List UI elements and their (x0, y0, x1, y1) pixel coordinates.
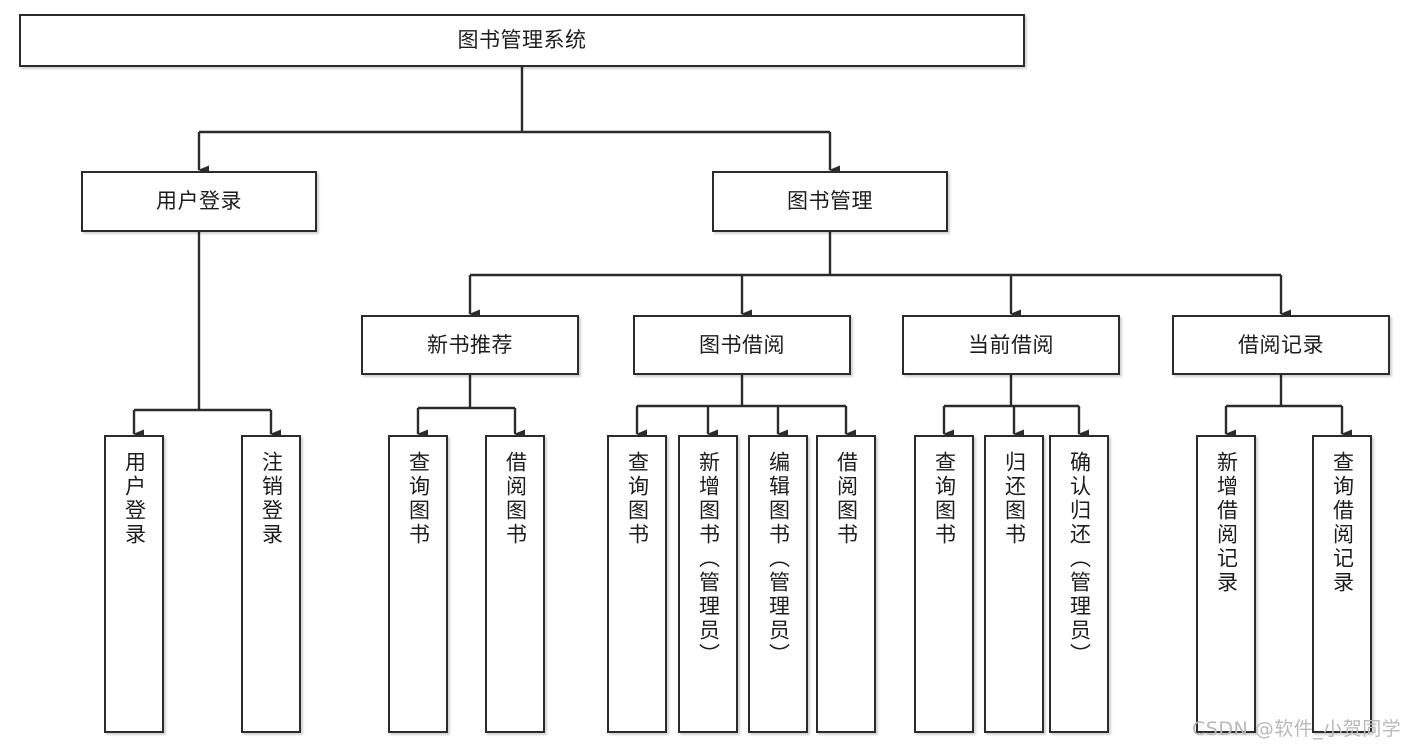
node-label-leaf-query-1: 查询图书 (406, 451, 431, 547)
node-leaf-logout[interactable]: 注销登录 (241, 435, 301, 733)
node-label-leaf-logout: 注销登录 (259, 451, 284, 547)
node-leaf-query-3[interactable]: 查询图书 (914, 435, 974, 733)
node-label-leaf-query-2: 查询图书 (625, 451, 650, 547)
node-label-leaf-user-login: 用户登录 (122, 451, 147, 547)
edge-paths (132, 67, 1352, 439)
node-leaf-add-rec[interactable]: 新增借阅记录 (1196, 435, 1256, 733)
node-label-leaf-return: 归还图书 (1002, 451, 1027, 547)
node-leaf-borrow-2[interactable]: 借阅图书 (816, 435, 876, 733)
node-label-user-login: 用户登录 (156, 189, 242, 214)
node-leaf-query-1[interactable]: 查询图书 (388, 435, 448, 733)
node-leaf-query-rec[interactable]: 查询借阅记录 (1312, 435, 1372, 733)
node-leaf-add-book[interactable]: 新增图书（管理员） (678, 435, 738, 733)
node-leaf-query-2[interactable]: 查询图书 (607, 435, 667, 733)
node-leaf-confirm[interactable]: 确认归还（管理员） (1049, 435, 1109, 733)
node-label-leaf-add-book: 新增图书（管理员） (696, 451, 721, 667)
node-root[interactable]: 图书管理系统 (19, 14, 1025, 67)
node-leaf-return[interactable]: 归还图书 (984, 435, 1044, 733)
node-label-leaf-borrow-1: 借阅图书 (503, 451, 528, 547)
node-book-manage[interactable]: 图书管理 (712, 171, 948, 232)
node-current-borrow[interactable]: 当前借阅 (902, 315, 1120, 375)
node-user-login[interactable]: 用户登录 (81, 171, 317, 232)
node-borrow-record[interactable]: 借阅记录 (1172, 315, 1390, 375)
node-leaf-user-login[interactable]: 用户登录 (104, 435, 164, 733)
node-label-new-book-rec: 新书推荐 (427, 332, 513, 357)
node-label-current-borrow: 当前借阅 (968, 332, 1054, 357)
node-label-borrow-record: 借阅记录 (1238, 332, 1324, 357)
node-label-leaf-query-rec: 查询借阅记录 (1330, 451, 1355, 595)
node-label-book-manage: 图书管理 (787, 189, 873, 214)
node-label-leaf-borrow-2: 借阅图书 (834, 451, 859, 547)
node-leaf-borrow-1[interactable]: 借阅图书 (485, 435, 545, 733)
node-book-borrow[interactable]: 图书借阅 (633, 315, 851, 375)
node-new-book-rec[interactable]: 新书推荐 (361, 315, 579, 375)
node-label-book-borrow: 图书借阅 (699, 332, 785, 357)
node-label-root: 图书管理系统 (457, 28, 587, 53)
node-label-leaf-edit-book: 编辑图书（管理员） (766, 451, 791, 667)
node-label-leaf-query-3: 查询图书 (932, 451, 957, 547)
node-label-leaf-add-rec: 新增借阅记录 (1214, 451, 1239, 595)
node-label-leaf-confirm: 确认归还（管理员） (1067, 451, 1092, 667)
watermark-label: CSDN @软件_小贺同学 (1192, 718, 1402, 740)
node-leaf-edit-book[interactable]: 编辑图书（管理员） (748, 435, 808, 733)
